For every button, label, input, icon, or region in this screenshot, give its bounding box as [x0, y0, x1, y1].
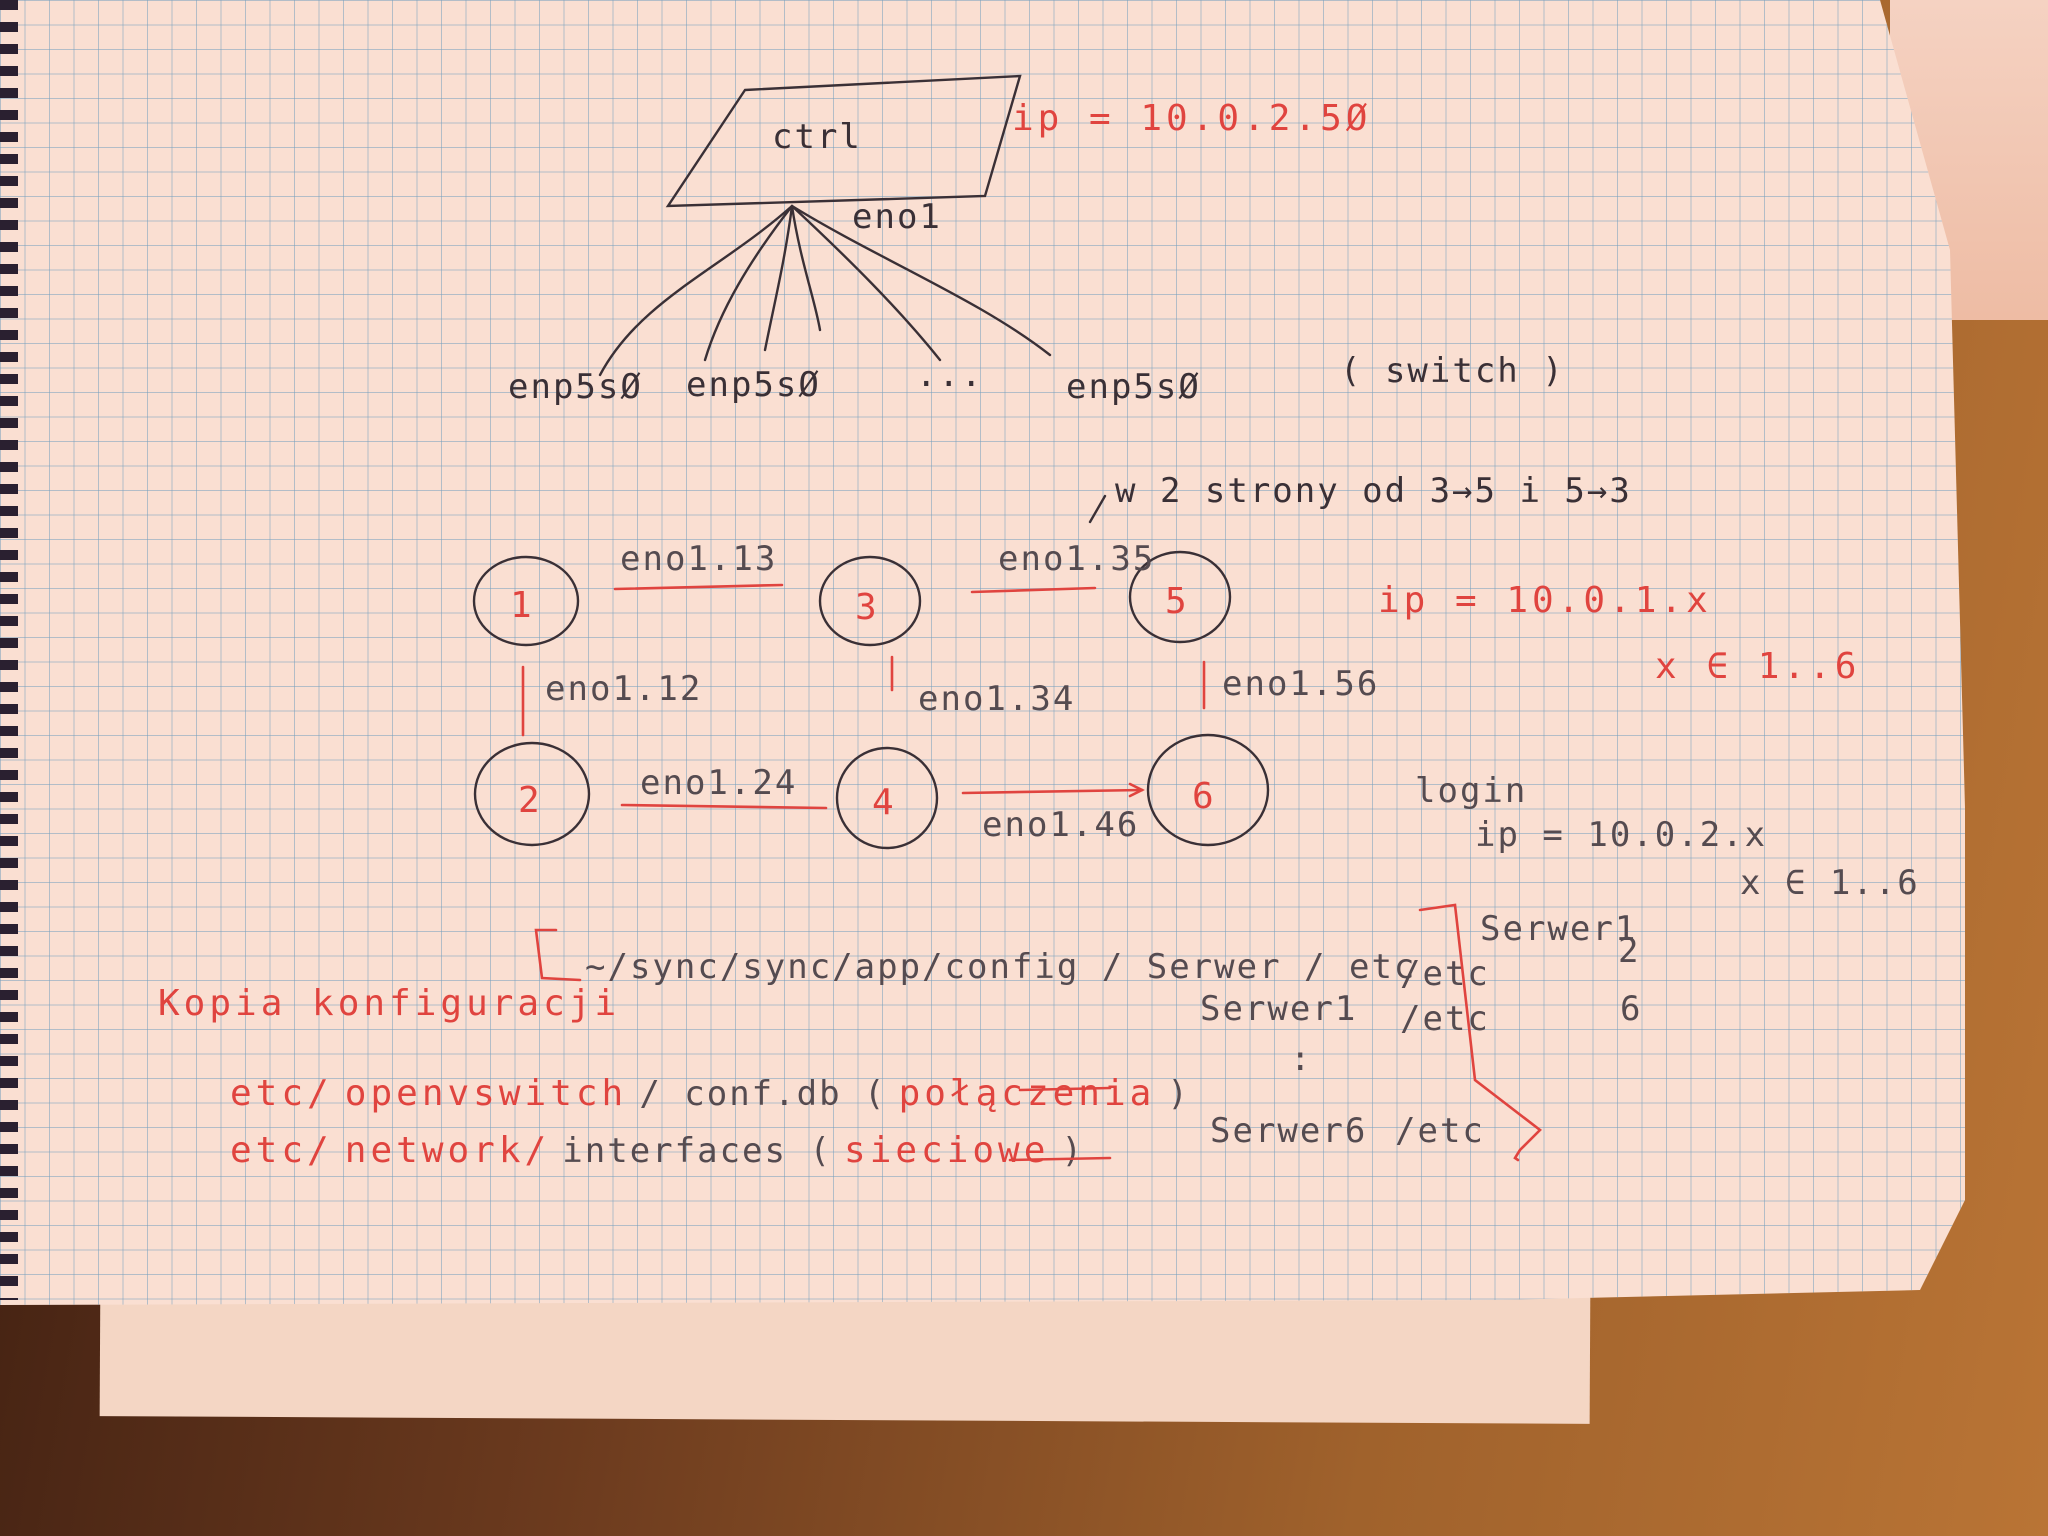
config-line-1-end: ): [1167, 1074, 1189, 1114]
direction-note: w 2 strony od 3→5 i 5→3: [1115, 471, 1632, 511]
server1-label: Serwer1: [1200, 989, 1357, 1029]
side-server-6: 6: [1620, 989, 1642, 1029]
node-4: 4: [835, 746, 939, 850]
link-24-label: eno1.24: [640, 763, 797, 803]
node-3: 3: [818, 555, 922, 647]
login-ip: ip = 10.0.2.x: [1475, 815, 1767, 855]
config-line-1-under: połączenia: [899, 1073, 1156, 1114]
server1-etc: /etc: [1400, 999, 1490, 1039]
controller-label: ctrl: [772, 117, 862, 157]
config-bracket-left: [534, 928, 582, 982]
config-line-2-red: network/: [345, 1130, 550, 1171]
node-4-label: 4: [872, 782, 898, 823]
config-line-1-rest: / conf.db (: [639, 1074, 886, 1114]
notebook-page: [0, 0, 1965, 1305]
server6-label: Serwer6: [1210, 1111, 1367, 1151]
link-13-label: eno1.13: [620, 539, 777, 579]
server-etc-top: /etc: [1400, 954, 1490, 994]
link-56-label: eno1.56: [1222, 664, 1379, 704]
node-2-label: 2: [518, 780, 544, 821]
config-line-1-underline: [1018, 1086, 1112, 1092]
config-line-2-rest: interfaces (: [562, 1131, 832, 1171]
link-35-label: eno1.35: [998, 539, 1155, 579]
uplink-fanout: [598, 204, 1052, 377]
config-line-2-underline: [1008, 1156, 1112, 1162]
switch-port-1: enp5sØ: [508, 367, 643, 407]
controller-box: [665, 74, 1022, 208]
link-12-label: eno1.12: [545, 669, 702, 709]
config-line-2-prefix: etc/: [230, 1130, 333, 1171]
controller-ip: ip = 10.0.2.5Ø: [1012, 98, 1371, 139]
data-net-ip: ip = 10.0.1.x: [1378, 580, 1712, 621]
switch-port-2: enp5sØ: [686, 365, 821, 405]
link-34-label: eno1.34: [918, 679, 1075, 719]
login-title: login: [1415, 771, 1527, 811]
node-links: [521, 583, 1206, 810]
config-line-2: etc/ network/ interfaces ( sieciowe ): [230, 1127, 1084, 1171]
switch-port-dots: ...: [916, 355, 983, 395]
node-1-label: 1: [510, 585, 536, 626]
server-dots: :: [1290, 1039, 1312, 1079]
node-6-label: 6: [1192, 776, 1218, 817]
node-5-label: 5: [1165, 581, 1191, 622]
config-line-2-end: ): [1062, 1131, 1084, 1171]
node-3-label: 3: [855, 587, 881, 628]
side-server-2: 2: [1618, 931, 1640, 971]
config-line-1-prefix: etc/: [230, 1073, 333, 1114]
controller-uplink: eno1: [852, 197, 942, 237]
config-heading: Kopia konfiguracji: [158, 983, 620, 1024]
link-46-label: eno1.46: [982, 805, 1139, 845]
switch-note: ( switch ): [1340, 351, 1565, 391]
node-5: 5: [1128, 550, 1232, 644]
node-2: 2: [473, 741, 591, 847]
note-pointer: [1088, 494, 1107, 524]
config-line-2-under: sieciowe: [844, 1130, 1049, 1171]
spiral-binding: [0, 0, 18, 1300]
login-range: x ∈ 1..6: [1740, 863, 1920, 903]
switch-port-n: enp5sØ: [1066, 367, 1201, 407]
side-server-label: Serwer1: [1480, 909, 1637, 949]
server6-etc: /etc: [1395, 1111, 1485, 1151]
node-1: 1: [472, 555, 580, 647]
config-bracket-right: [1418, 903, 1542, 1162]
data-net-range: x ∈ 1..6: [1655, 646, 1860, 687]
config-line-1: etc/ openvswitch / conf.db ( połączenia …: [230, 1070, 1190, 1114]
node-6: 6: [1146, 733, 1270, 847]
config-path: ~/sync/sync/app/config / Serwer / etc: [585, 947, 1416, 987]
config-line-1-red: openvswitch: [345, 1073, 627, 1114]
